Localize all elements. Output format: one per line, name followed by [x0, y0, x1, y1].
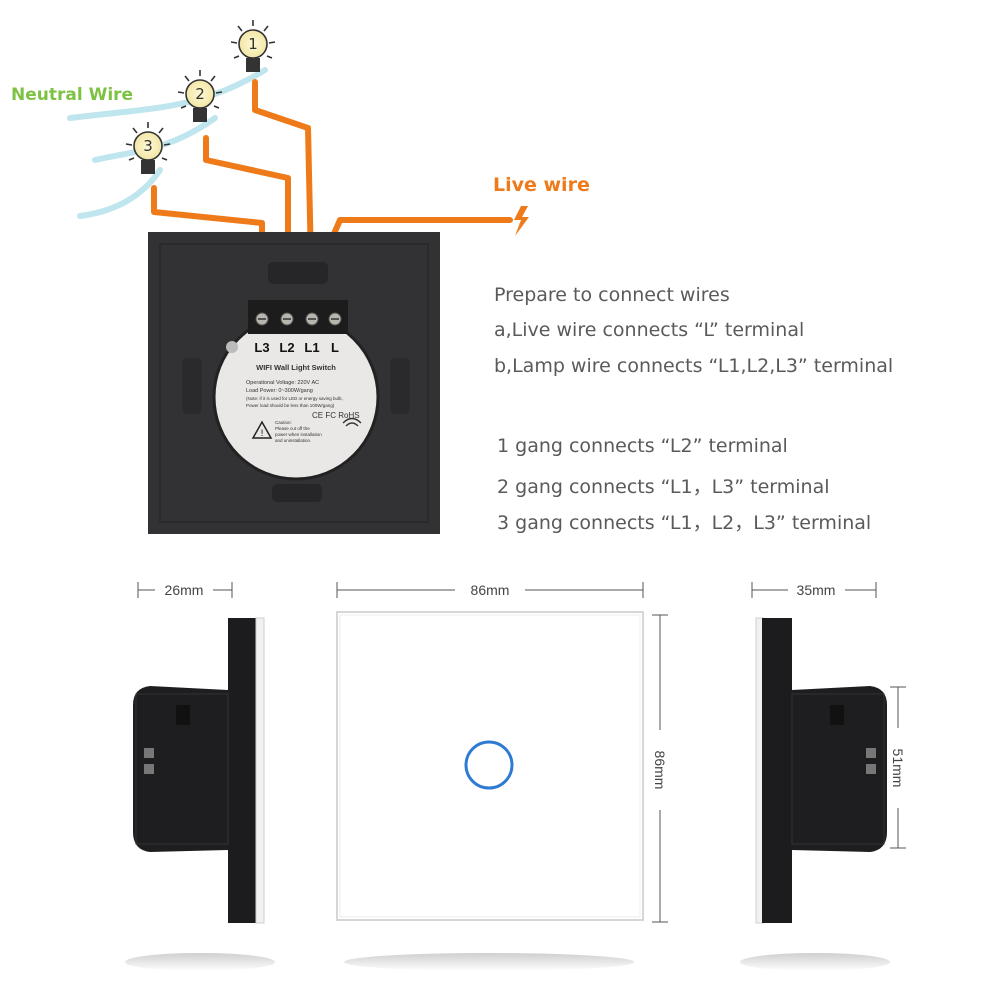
bulb-icon: 2 [177, 70, 223, 122]
terminal-label: L [331, 340, 339, 355]
instruction-live: a,Live wire connects “L” terminal [494, 319, 805, 341]
dimension-height: 86mm [652, 751, 668, 790]
neutral-wire-label: Neutral Wire [11, 85, 134, 105]
switch-label-note: Power load should be less than 100W/gang… [246, 403, 335, 408]
switch-label-voltage: Operational Voltage: 220V AC [246, 380, 319, 386]
bulb-number: 2 [195, 85, 205, 103]
dimension-box-height: 51mm [890, 749, 906, 788]
instruction-lamp: b,Lamp wire connects “L1,L2,L3” terminal [494, 355, 894, 377]
neutral-wire-1 [67, 67, 268, 121]
switch-label-note: (Note: if it is used for LED or energy s… [246, 396, 343, 401]
dimension-width: 86mm [471, 582, 510, 598]
instructions-heading: Prepare to connect wires [494, 284, 730, 306]
wifi-icon [342, 417, 362, 427]
gang-instruction: 3 gang connects “L1，L2，L3” terminal [497, 512, 872, 534]
svg-text:!: ! [260, 429, 264, 439]
touch-button-ring [464, 740, 514, 790]
bulb-icon: 1 [230, 20, 276, 72]
gang-instruction: 1 gang connects “L2” terminal [497, 435, 788, 457]
switch-label-load: Load Power: 0~300W/gang [246, 388, 313, 394]
lightning-icon [514, 206, 529, 236]
terminal-label: L3 [254, 340, 269, 355]
dimension-depth-left: 26mm [165, 582, 204, 598]
product-shadows [125, 953, 890, 971]
switch-back: ! [148, 232, 440, 534]
switch-label-title: WIFI Wall Light Switch [256, 363, 336, 372]
neutral-wire-3 [77, 167, 163, 219]
switch-front-view [336, 611, 644, 921]
caution-text: and uninstallation. [275, 438, 311, 443]
live-wire-label: Live wire [493, 174, 590, 196]
caution-text: Please cut off the [275, 426, 310, 431]
gang-instruction: 2 gang connects “L1，L3” terminal [497, 476, 830, 498]
terminal-labels: L3 L2 L1 L [254, 340, 339, 355]
bulb-icon: 3 [125, 122, 171, 174]
switch-label-certs: CE FC RoHS [312, 411, 360, 420]
terminal-label: L1 [304, 340, 319, 355]
terminal-label: L2 [279, 340, 294, 355]
lamp-wire-1 [252, 79, 315, 311]
dimension-depth-right: 35mm [797, 582, 836, 598]
switch-side-view-right [755, 617, 887, 924]
switch-side-view-left [133, 617, 265, 924]
bulb-number: 1 [248, 35, 258, 53]
dimension-lines [137, 582, 906, 923]
bulb-number: 3 [143, 137, 153, 155]
warning-icon [251, 420, 273, 439]
caution-text: power when installation [275, 432, 322, 437]
caution-text: Caution: [275, 420, 292, 425]
